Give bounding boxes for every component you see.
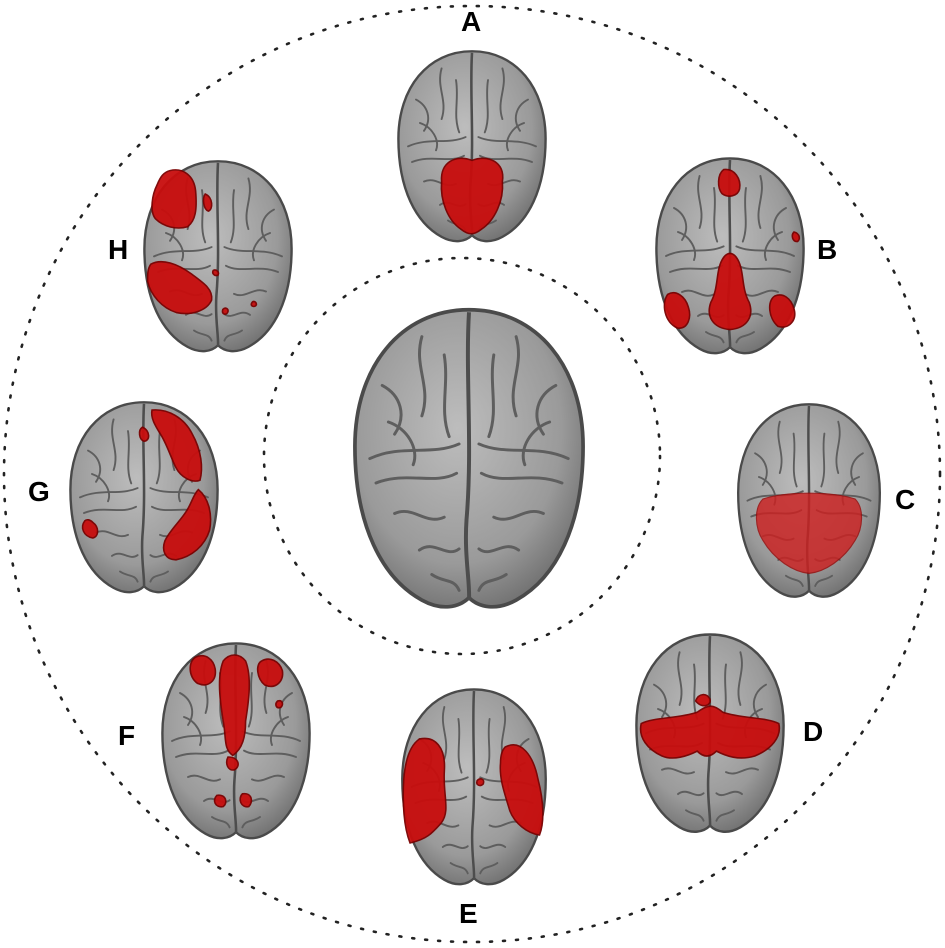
- brain-panel-a: [397, 49, 547, 243]
- frontal-medial-blobs-icon: [189, 654, 284, 808]
- brain-panel-c: [736, 403, 882, 598]
- bilateral-parietal-blobs-icon: [639, 693, 781, 759]
- brain-panel-e: [400, 688, 548, 886]
- panel-label-e: E: [459, 898, 478, 929]
- bilateral-lateral-blobs-icon: [402, 737, 544, 844]
- center-brain-icon: [352, 307, 586, 609]
- occipital-medial-blob-icon: [440, 157, 504, 235]
- brain-panel-b: [655, 157, 805, 355]
- brain-panel-d: [635, 633, 785, 834]
- panel-label-c: C: [895, 484, 916, 515]
- brain-panel-g: [69, 400, 219, 594]
- posterior-diffuse-blob-icon: [755, 492, 863, 574]
- panel-label-g: G: [28, 476, 50, 507]
- inner-dotted-ring: [262, 256, 662, 656]
- panel-label-b: B: [817, 234, 838, 265]
- brain-panel-f: [161, 642, 311, 840]
- left-frontal-parietal-blobs-icon: [146, 169, 258, 315]
- posterior-cingulate-and-parietal-blobs-icon: [663, 168, 801, 331]
- panel-label-f: F: [118, 720, 136, 751]
- brain-panel-h: [143, 159, 293, 353]
- outer-dotted-ring: [2, 4, 942, 944]
- right-lateral-blobs-icon: [81, 409, 212, 561]
- panel-label-d: D: [803, 716, 824, 747]
- panel-label-h: H: [108, 234, 129, 265]
- panel-label-a: A: [461, 6, 482, 37]
